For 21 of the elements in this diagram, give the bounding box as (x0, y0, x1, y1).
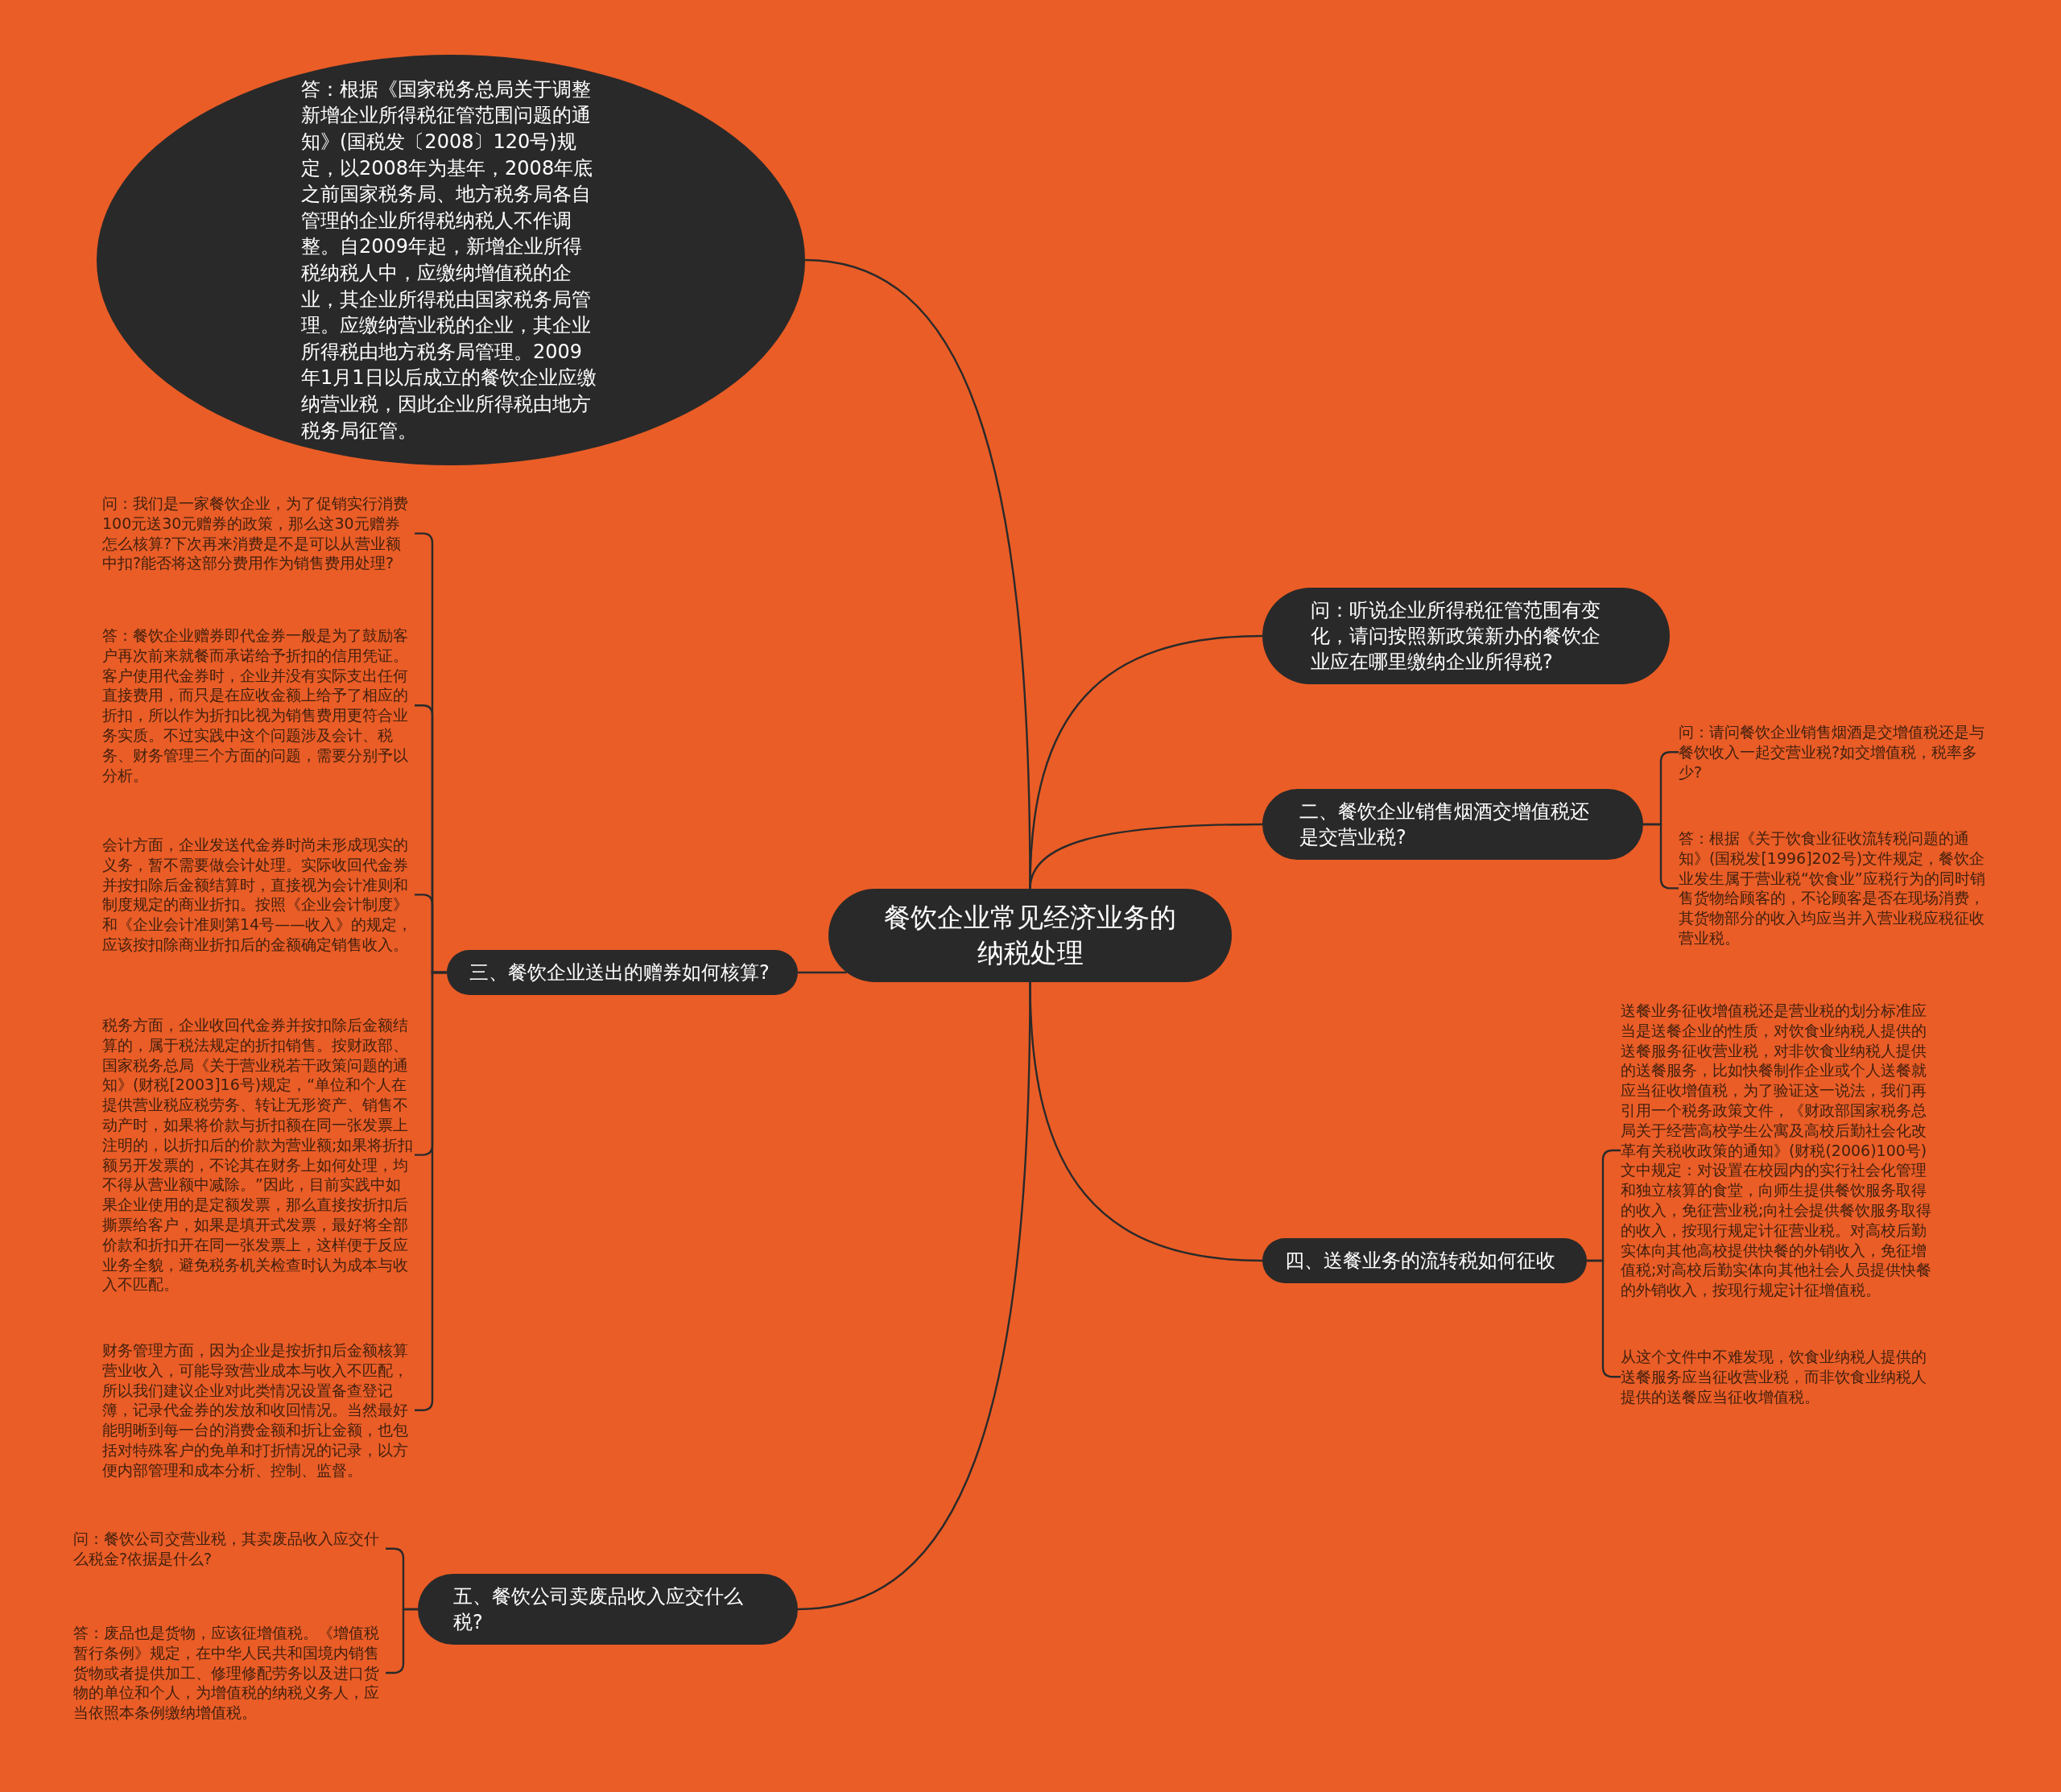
branch-topic: 五、餐饮公司卖废品收入应交什么税? (418, 1574, 798, 1645)
branch-connector (797, 982, 1031, 1611)
note-text: 问：我们是一家餐饮企业，为了促销实行消费100元送30元赠券的政策，那么这30元赠券怎么核算?下次再来消费是不是可以从营业额中扣?能否将这部分费用作为销售费用处理? (102, 493, 415, 574)
note-text: 送餐业务征收增值税还是营业税的划分标准应当是送餐企业的性质，对饮食业纳税人提供的送餐服务征收营业税，对非饮食业纳税人提供的送餐服务，比如快餐制作企业或个人送餐就应当征收增值税，为了验证这一说法，我们再引用一个税务政策文件，《财政部国家税务总局关于经营高校学生公寓及高校后勤社会化改革有关税收政策的通知》(财税(2006)100号)文中规定：对设置在校园内的实行社会化管理和独立核算的食堂，向师生提供餐饮服务取得的收入，免征营业税;向社会提供餐饮服务取得的收入，按现行规定计征营业税。对高校后勤实体向其他高校提供快餐的外销收入，免征增值税;对高校后勤实体向其他社会人员提供快餐的外销收入，按现行规定计征增值税。 (1621, 1001, 1933, 1300)
note-text: 答：废品也是货物，应该征增值税。《增值税暂行条例》规定，在中华人民共和国境内销售货物或者提供加工、修理修配劳务以及进口货物的单位和个人，为增值税的纳税义务人，应当依照本条例缴纳增值税。 (73, 1623, 386, 1723)
note-text: 税务方面，企业收回代金券并按扣除后金额结算的，属于税法规定的折扣销售。按财政部、国家税务总局《关于营业税若干政策问题的通知》(财税[2003]16号)规定，“单位和个人在提供营业税应税劳务、转让无形资产、销售不动产时，如果将价款与折扣额在同一张发票上注明的，以折扣后的价款为营业额;如果将折扣额另开发票的，不论其在财务上如何处理，均不得从营业额中减除。”因此，目前实践中如果企业使用的是定额发票，那么直接按折扣后撕票给客户，如果是填开式发票，最好将全部价款和折扣开在同一张发票上，这样便于反应业务全貌，避免税务机关检查时认为成本与收入不匹配。 (102, 1015, 415, 1295)
note-text: 会计方面，企业发送代金券时尚未形成现实的义务，暂不需要做会计处理。实际收回代金券并按扣除后金额结算时，直接视为会计准则和制度规定的商业折扣。按照《企业会计制度》和《企业会计准则第14号——收入》的规定，应该按扣除商业折扣后的金额确定销售收入。 (102, 835, 415, 955)
branch-connector (798, 971, 847, 974)
note-text: 问：请问餐饮企业销售烟酒是交增值税还是与餐饮收入一起交营业税?如交增值税，税率多少? (1679, 722, 1991, 782)
branch-topic: 二、餐饮企业销售烟酒交增值税还是交营业税? (1262, 789, 1643, 860)
note-text: 答：餐饮企业赠券即代金券一般是为了鼓励客户再次前来就餐而承诺给予折扣的信用凭证。客户使用代金券时，企业并没有实际支出任何直接费用，而只是在应收金额上给予了相应的折扣，所以作为折扣比视为销售费用更符合业务实质。不过实践中这个问题涉及会计、税务、财务管理三个方面的问题，需要分别予以分析。 (102, 626, 415, 786)
answer-text: 答：根据《国家税务总局关于调整新增企业所得税征管范围问题的通知》(国税发〔2008〕120号)规定，以2008年为基年，2008年底之前国家税务局、地方税务局各自管理的企业所得税纳税人不作调整。自2009年起，新增企业所得税纳税人中，应缴纳增值税的企业，其企业所得税由国家税务局管理。应缴纳营业税的企业，其企业所得税由地方税务局管理。2009年1月1日以后成立的餐饮企业应缴纳营业税，因此企业所得税由地方税务局征管。 (301, 76, 597, 444)
note-text: 问：餐饮公司交营业税，其卖废品收入应交什么税金?依据是什么? (73, 1529, 386, 1569)
branch-topic: 三、餐饮企业送出的赠券如何核算? (447, 950, 798, 995)
note-text: 从这个文件中不难发现，饮食业纳税人提供的送餐服务应当征收营业税，而非饮食业纳税人提供的送餐应当征收增值税。 (1621, 1347, 1933, 1407)
branch-connector (1029, 823, 1262, 890)
note-text: 答：根据《关于饮食业征收流转税问题的通知》(国税发[1996]202号)文件规定，餐饮企业发生属于营业税“饮食业”应税行为的同时销售货物给顾客的，不论顾客是否在现场消费，其货物部分的收入均应当并入营业税应税征收营业税。 (1679, 828, 1991, 948)
branch-topic: 问：听说企业所得税征管范围有变化，请问按照新政策新办的餐饮企业应在哪里缴纳企业所得税? (1262, 588, 1670, 684)
note-text: 财务管理方面，因为企业是按折扣后金额核算营业收入，可能导致营业成本与收入不匹配，所以我们建议企业对此类情况设置备查登记簿，记录代金券的发放和收回情况。当然最好能明晰到每一台的消费金额和折让金额，也包括对特殊客户的免单和打折情况的记录，以方便内部管理和成本分析、控制、监督。 (102, 1340, 415, 1480)
central-topic: 餐饮企业常见经济业务的纳税处理 (828, 889, 1232, 982)
branch-topic: 四、送餐业务的流转税如何征收 (1262, 1238, 1587, 1283)
